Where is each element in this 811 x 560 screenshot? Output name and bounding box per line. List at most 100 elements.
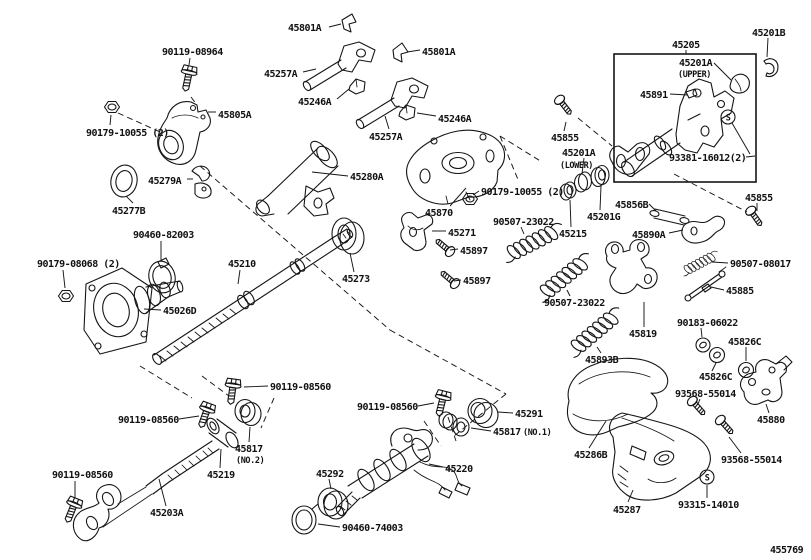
part-label-45801a-2[interactable]: 45801A [422, 47, 456, 58]
part-label-90179-10055-2[interactable]: 90179-10055 (2) [481, 187, 564, 198]
part-label-90119-08560-d[interactable]: 90119-08560 [357, 402, 419, 413]
part-label-45826c-2[interactable]: 45826C [699, 372, 733, 383]
part-label-45286b[interactable]: 45286B [574, 450, 608, 461]
part-label-90119-08560-a[interactable]: 90119-08560 [118, 415, 180, 426]
part-label-45280a[interactable]: 45280A [350, 172, 384, 183]
part-label-90460-74003[interactable]: 90460-74003 [342, 523, 404, 534]
part-label-45801a-1[interactable]: 45801A [288, 23, 322, 34]
part-label-45201b[interactable]: 45201B [752, 28, 786, 39]
callout-45205: 45205 [672, 40, 701, 54]
part-label-90507-23022-2[interactable]: 90507-23022 [544, 298, 606, 309]
callout-45817-no2: 45817 (NO.2) [235, 426, 265, 466]
part-label-45257a-2[interactable]: 45257A [369, 132, 403, 143]
callout-45219: 45219 [207, 448, 236, 481]
part-label-90179-10055-1[interactable]: 90179-10055 (2) [86, 128, 169, 139]
part-label-45277b[interactable]: 45277B [112, 206, 146, 217]
part-label-90183-06022[interactable]: 90183-06022 [677, 318, 739, 329]
part-45219-bushing-sketch [206, 417, 239, 449]
part-45891-contact-sketch [685, 88, 698, 99]
part-label-45271[interactable]: 45271 [448, 228, 477, 239]
part-label-45246a-2[interactable]: 45246A [438, 114, 472, 125]
part-label-45205[interactable]: 45205 [672, 40, 701, 51]
callout-90460-82003: 90460-82003 [133, 230, 195, 260]
part-label-45880[interactable]: 45880 [757, 415, 786, 426]
callout-45201a-lower: 45201A (LOWER) [560, 148, 596, 175]
part-45855-screw-1-sketch [552, 92, 576, 118]
part-45205-upper-shaft-sketch [609, 78, 735, 178]
part-label-45855-1[interactable]: 45855 [551, 133, 580, 144]
s-marker-upper: S [720, 109, 751, 155]
callout-45805a: 45805A [208, 110, 252, 121]
part-90507-08017-spring-sketch [679, 248, 722, 278]
part-label-45201a-lower[interactable]: 45201A [562, 148, 596, 159]
callout-90179-10055-1: 90179-10055 (2) [86, 114, 169, 139]
part-label-45287[interactable]: 45287 [613, 505, 642, 516]
part-label-45817-no2[interactable]: 45817 [235, 444, 264, 455]
part-label-45219[interactable]: 45219 [207, 470, 236, 481]
callout-93568-55014-1: 93568-55014 [675, 389, 737, 405]
part-label-45210[interactable]: 45210 [228, 259, 257, 270]
part-label-93568-55014-1[interactable]: 93568-55014 [675, 389, 737, 400]
part-label-90460-82003[interactable]: 90460-82003 [133, 230, 195, 241]
part-label-45897-1[interactable]: 45897 [460, 246, 489, 257]
callout-45277b: 45277B [112, 195, 146, 217]
part-45277b-seal-sketch [110, 164, 138, 198]
callout-45026d: 45026D [143, 306, 197, 317]
part-label-45805a[interactable]: 45805A [218, 110, 252, 121]
s-marker-lower-letter: S [705, 474, 710, 484]
part-label-45273[interactable]: 45273 [342, 274, 371, 285]
part-label-90507-23022-1[interactable]: 90507-23022 [493, 217, 555, 228]
part-label-45220[interactable]: 45220 [445, 464, 474, 475]
part-label-45201a-upper[interactable]: 45201A [679, 58, 713, 69]
part-label-45215[interactable]: 45215 [559, 229, 588, 240]
part-label-45203a[interactable]: 45203A [150, 508, 184, 519]
part-label-45201g[interactable]: 45201G [587, 212, 621, 223]
part-label-90119-08560-c[interactable]: 90119-08560 [270, 382, 332, 393]
part-label-45279a[interactable]: 45279A [148, 176, 182, 187]
part-label-45856b[interactable]: 45856B [615, 200, 649, 211]
part-label-93315-14010[interactable]: 93315-14010 [678, 500, 740, 511]
callout-45271: 45271 [432, 228, 477, 239]
callout-45801a-1: 45801A [288, 23, 342, 34]
part-label-45885[interactable]: 45885 [726, 286, 755, 297]
part-45880-bracket-sketch [739, 355, 793, 405]
part-label-45246a-1[interactable]: 45246A [298, 97, 332, 108]
callout-90179-08068: 90179-08068 (2) [37, 259, 120, 289]
part-label-45855-2[interactable]: 45855 [745, 193, 774, 204]
alignment-dashed-lines [117, 96, 748, 447]
part-label-93381-16012[interactable]: 93381-16012(2) [669, 153, 747, 164]
part-label-45891[interactable]: 45891 [640, 90, 669, 101]
callout-90179-10055-2: 90179-10055 (2) [472, 187, 564, 198]
part-label-45826c-1[interactable]: 45826C [728, 337, 762, 348]
callout-45292: 45292 [316, 469, 345, 490]
s-marker-lower: S [699, 469, 715, 485]
part-label-45817-no1[interactable]: 45817 [493, 427, 522, 438]
part-label-90119-08964[interactable]: 90119-08964 [162, 47, 224, 58]
part-label-93568-55014-2[interactable]: 93568-55014 [721, 455, 783, 466]
part-label-45291[interactable]: 45291 [515, 409, 544, 420]
part-45280a-jacket-tube-sketch [255, 140, 339, 217]
part-label-45819[interactable]: 45819 [629, 329, 658, 340]
part-45246a-block-1-sketch [348, 78, 366, 95]
part-label-90179-08068[interactable]: 90179-08068 (2) [37, 259, 120, 270]
part-label-45893b[interactable]: 45893B [585, 355, 619, 366]
part-label-45870[interactable]: 45870 [425, 208, 454, 219]
part-45026d-boot-sketch [83, 267, 184, 355]
callout-90119-08560-a: 90119-08560 [118, 415, 200, 426]
part-label-45890a[interactable]: 45890A [632, 230, 666, 241]
callout-45286b: 45286B [574, 420, 608, 461]
part-90460-82003-clamp-sketch [148, 257, 176, 294]
callout-45280a: 45280A [311, 171, 384, 183]
part-label-90119-08560-b[interactable]: 90119-08560 [52, 470, 114, 481]
part-45805a-housing-sketch [157, 101, 211, 165]
part-label-45257a-1[interactable]: 45257A [264, 69, 298, 80]
part-label-90507-08017[interactable]: 90507-08017 [730, 259, 792, 270]
part-45893b-spring-sketch [563, 302, 628, 361]
part-label-45897-2[interactable]: 45897 [463, 276, 492, 287]
part-sublabel-lower: (LOWER) [560, 161, 593, 171]
part-45257a-key-1-sketch [302, 41, 376, 92]
part-label-45292[interactable]: 45292 [316, 469, 345, 480]
callout-45215: 45215 [559, 199, 588, 240]
part-label-45026d[interactable]: 45026D [163, 306, 197, 317]
callout-90119-08560-c: 90119-08560 [243, 382, 332, 393]
